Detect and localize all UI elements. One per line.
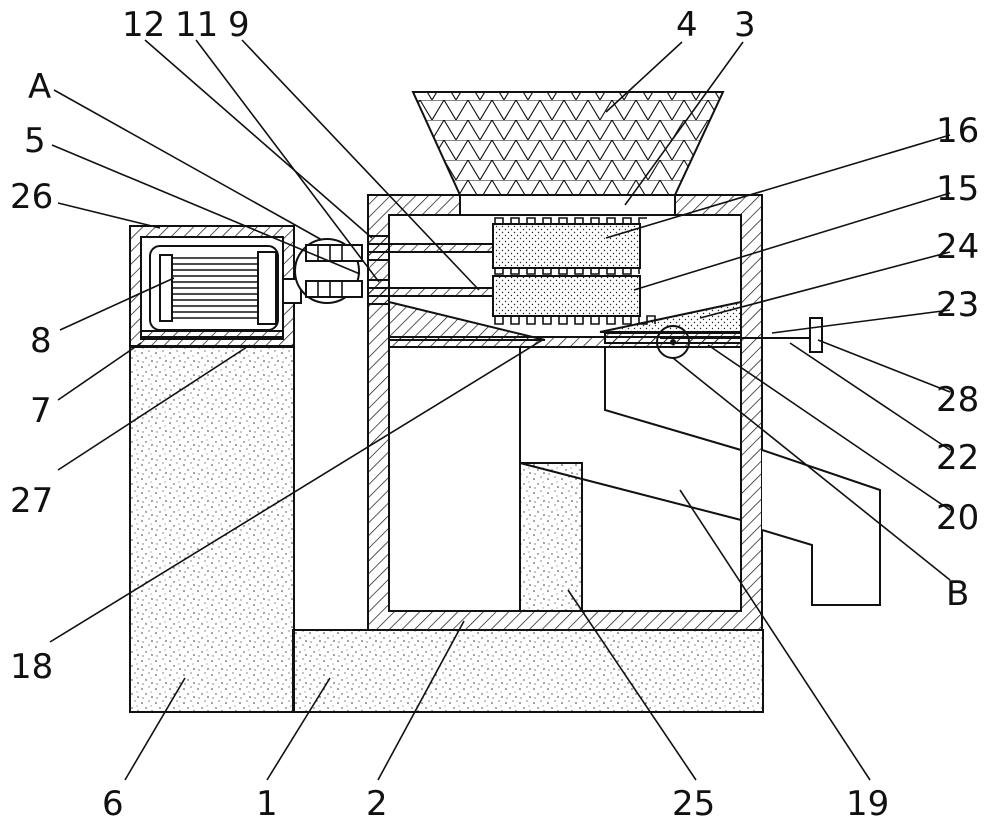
gear-pair: [294, 238, 363, 304]
label-22: 22: [936, 438, 979, 478]
label-B: B: [946, 574, 969, 614]
label-27: 27: [10, 481, 53, 521]
support-pillar-6: [129, 346, 295, 713]
label-6: 6: [102, 784, 124, 824]
label-25: 25: [672, 784, 715, 824]
outlet-pipe: [761, 449, 881, 606]
label-1: 1: [256, 784, 278, 824]
label-3: 3: [734, 5, 756, 45]
crushing-roller-16: [492, 217, 647, 275]
label-18: 18: [10, 647, 53, 687]
label-28: 28: [936, 380, 979, 420]
base-1: [292, 629, 764, 713]
part-labels: 12 11 9 4 3 A 5 26 16 15 24 23 8 7 28 22…: [10, 5, 979, 824]
hopper-4: [411, 91, 725, 196]
label-26: 26: [10, 177, 53, 217]
collection-block-25: [519, 462, 583, 612]
label-A: A: [28, 67, 51, 107]
label-5: 5: [24, 121, 46, 161]
label-24: 24: [936, 227, 979, 267]
motor-8: [149, 245, 279, 331]
label-12: 12: [122, 5, 165, 45]
label-2: 2: [366, 784, 388, 824]
label-20: 20: [936, 498, 979, 538]
label-9: 9: [228, 5, 250, 45]
label-16: 16: [936, 111, 979, 151]
label-23: 23: [936, 285, 979, 325]
leader-lines: [49, 39, 951, 781]
label-11: 11: [175, 5, 218, 45]
motor-mount-27: [140, 330, 284, 340]
label-7: 7: [30, 391, 52, 431]
label-8: 8: [30, 321, 52, 361]
feed-inlet-3: [459, 194, 676, 216]
label-4: 4: [676, 5, 698, 45]
label-19: 19: [846, 784, 889, 824]
label-15: 15: [936, 169, 979, 209]
crushing-roller-15: [492, 275, 656, 325]
discharge-chute-19: [519, 347, 742, 521]
knob-28: [809, 317, 823, 353]
